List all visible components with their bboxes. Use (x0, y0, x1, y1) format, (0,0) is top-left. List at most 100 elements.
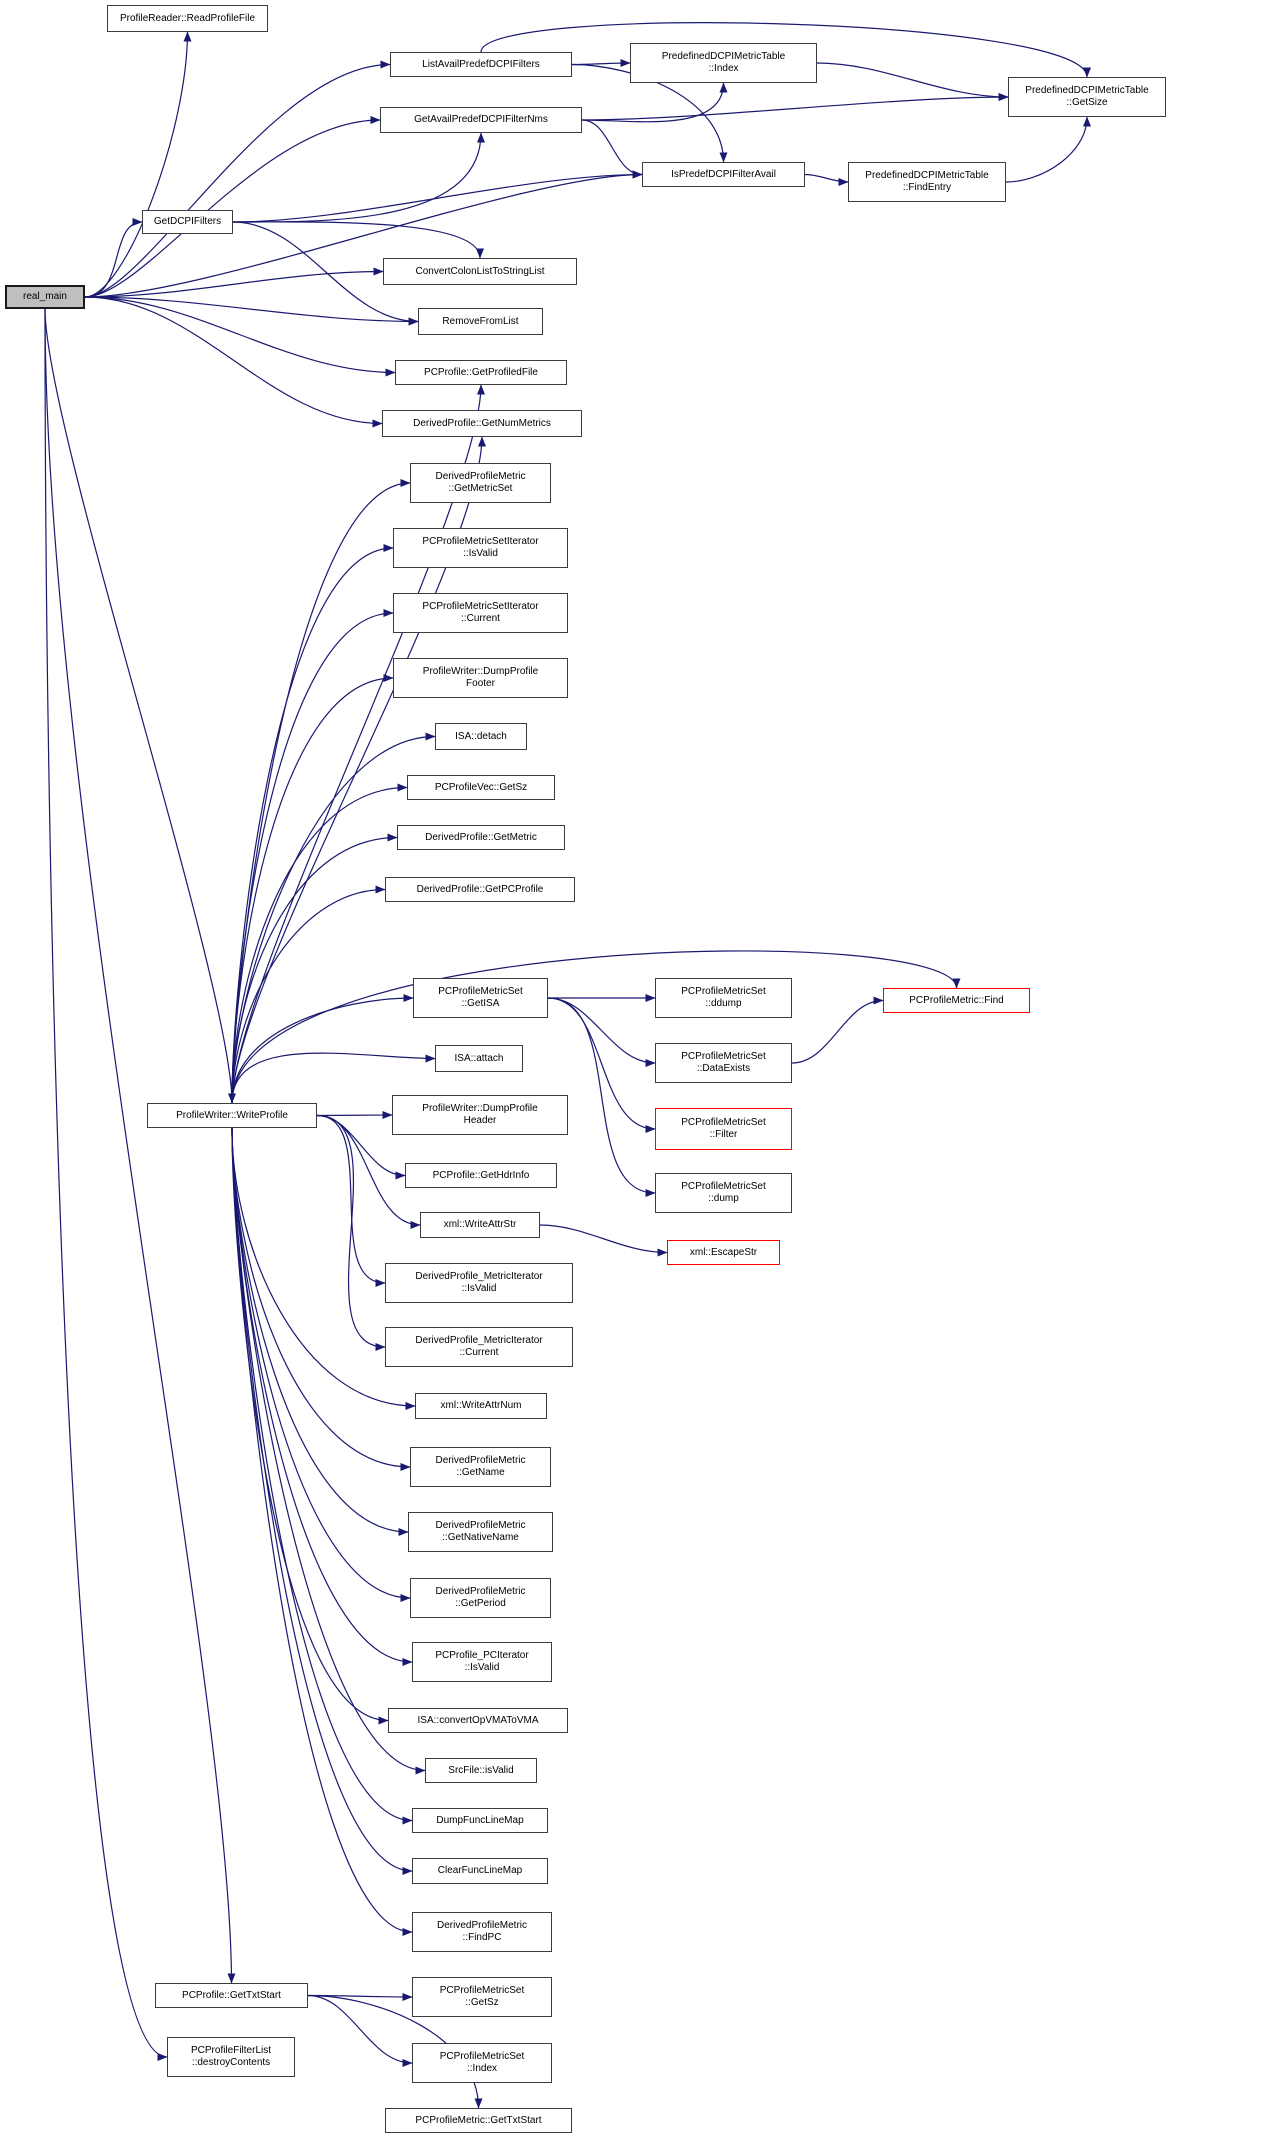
node-SrcFile_isValid[interactable]: SrcFile::isValid (425, 1758, 537, 1783)
node-destroyContents[interactable]: PCProfileFilterList::destroyContents (167, 2037, 295, 2077)
node-label: ConvertColonListToStringList (415, 265, 545, 277)
node-label: ::DataExists (696, 1063, 751, 1074)
node-RemoveFromList[interactable]: RemoveFromList (418, 308, 543, 335)
node-label: PCProfileMetricSet (439, 2051, 525, 2062)
node-PDMT_Index[interactable]: PredefinedDCPIMetricTable::Index (630, 43, 817, 83)
node-PCIter_IsValid[interactable]: PCProfile_PCIterator::IsValid (412, 1642, 552, 1682)
node-GetPCProfile[interactable]: DerivedProfile::GetPCProfile (385, 877, 575, 902)
edge-WriteProfile-to-WriteAttrNum (231, 1127, 416, 1410)
node-WriteAttrNum[interactable]: xml::WriteAttrNum (415, 1393, 547, 1419)
node-IsPredefDCPIFilterAvail[interactable]: IsPredefDCPIFilterAvail (642, 162, 805, 187)
node-DPMI_IsValid[interactable]: DerivedProfile_MetricIterator::IsValid (385, 1263, 573, 1303)
edge-WriteProfile-to-MSI_IsValid (231, 544, 394, 1104)
edge-real_main-to-ListAvailPredefDCPIFilters (84, 60, 391, 298)
node-PDMT_FindEntry[interactable]: PredefinedDCPIMetricTable::FindEntry (848, 162, 1006, 202)
node-EscapeStr[interactable]: xml::EscapeStr (667, 1240, 780, 1265)
node-label: ProfileWriter::WriteProfile (176, 1109, 288, 1121)
node-PDMT_GetSize[interactable]: PredefinedDCPIMetricTable::GetSize (1008, 77, 1166, 117)
node-ISA_attach[interactable]: ISA::attach (435, 1045, 523, 1072)
node-label: RemoveFromList (442, 315, 519, 327)
node-ListAvailPredefDCPIFilters[interactable]: ListAvailPredefDCPIFilters (390, 52, 572, 77)
node-PC_GetTxtStart[interactable]: PCProfile::GetTxtStart (155, 1983, 308, 2008)
node-label: ::IsValid (463, 548, 498, 559)
edge-WriteProfile-to-PM_Find (231, 950, 961, 1104)
node-MS_dump[interactable]: PCProfileMetricSet::dump (655, 1173, 792, 1213)
node-MS_GetSz[interactable]: PCProfileMetricSet::GetSz (412, 1977, 552, 2017)
node-label: DerivedProfile::GetNumMetrics (413, 417, 551, 429)
node-label: PCProfileMetricSet (438, 986, 523, 997)
node-label: ::dump (708, 1193, 739, 1204)
node-real_main[interactable]: real_main (5, 285, 85, 309)
node-label: GetAvailPredefDCPIFilterNms (414, 114, 548, 125)
node-GetDCPIFilters[interactable]: GetDCPIFilters (142, 210, 233, 234)
node-label: PCProfileMetricSet (681, 1117, 766, 1128)
node-label: DerivedProfile::GetMetric (425, 831, 537, 843)
node-MS_Index[interactable]: PCProfileMetricSet::Index (412, 2043, 552, 2083)
edge-real_main-to-GetNumMetrics (84, 296, 383, 428)
node-ClearFuncLineMap[interactable]: ClearFuncLineMap (412, 1858, 548, 1884)
edge-MS_GetISA-to-MS_dump (547, 997, 656, 1197)
node-label: PCProfileMetricSet (439, 1985, 525, 1996)
edge-WriteProfile-to-DPMI_IsValid (316, 1114, 386, 1287)
node-label: ::GetPeriod (455, 1598, 506, 1609)
node-MSI_IsValid[interactable]: PCProfileMetricSetIterator::IsValid (393, 528, 568, 568)
node-label: DerivedProfileMetric (435, 1455, 526, 1466)
node-ISA_detach[interactable]: ISA::detach (435, 723, 527, 750)
node-label: ::Current (459, 1347, 499, 1358)
edge-GetDCPIFilters-to-IsPredefDCPIFilterAvail (232, 170, 643, 223)
node-label: PCProfileVec::GetSz (434, 781, 528, 793)
edge-real_main-to-GetProfiledFile (84, 296, 396, 377)
node-label: Footer (466, 678, 495, 689)
node-GetMetric[interactable]: DerivedProfile::GetMetric (397, 825, 565, 850)
edge-WriteProfile-to-DumpProfileFooter (231, 674, 394, 1104)
node-DPM_GetPeriod[interactable]: DerivedProfileMetric::GetPeriod (410, 1578, 551, 1618)
node-GetHdrInfo[interactable]: PCProfile::GetHdrInfo (405, 1163, 557, 1188)
node-WriteAttrStr[interactable]: xml::WriteAttrStr (420, 1212, 540, 1238)
node-label: DerivedProfileMetric (436, 1920, 528, 1931)
edge-MS_DataExists-to-PM_Find (791, 996, 884, 1064)
node-label: DerivedProfileMetric (435, 471, 526, 482)
node-GetAvailPredefDCPIFilterNms[interactable]: GetAvailPredefDCPIFilterNms (380, 107, 582, 133)
node-DPM_GetNativeName[interactable]: DerivedProfileMetric::GetNativeName (408, 1512, 553, 1552)
node-label: ::IsValid (464, 1662, 500, 1673)
node-PM_Find[interactable]: PCProfileMetric::Find (883, 988, 1030, 1013)
node-label: PCProfileMetric::Find (909, 994, 1004, 1006)
node-MS_DataExists[interactable]: PCProfileMetricSet::DataExists (655, 1043, 792, 1083)
node-label: DerivedProfile_MetricIterator (415, 1271, 543, 1282)
node-MS_GetISA[interactable]: PCProfileMetricSet::GetISA (413, 978, 548, 1018)
node-convertOpVMAToVMA[interactable]: ISA::convertOpVMAToVMA (388, 1708, 568, 1733)
node-label: ::Index (708, 63, 739, 74)
node-ConvertColonListToStringList[interactable]: ConvertColonListToStringList (383, 258, 577, 285)
node-DPM_FindPC[interactable]: DerivedProfileMetric::FindPC (412, 1912, 552, 1952)
node-DPMI_Current[interactable]: DerivedProfile_MetricIterator::Current (385, 1327, 573, 1367)
node-MS_ddump[interactable]: PCProfileMetricSet::ddump (655, 978, 792, 1018)
node-ReadProfileFile[interactable]: ProfileReader::ReadProfileFile (107, 5, 268, 32)
edge-WriteAttrStr-to-EscapeStr (539, 1224, 668, 1257)
edge-real_main-to-IsPredefDCPIFilterAvail (84, 170, 643, 298)
node-label: ISA::attach (454, 1052, 504, 1064)
node-label: ClearFuncLineMap (437, 1865, 523, 1876)
node-label: ::ddump (705, 998, 742, 1009)
node-WriteProfile[interactable]: ProfileWriter::WriteProfile (147, 1103, 317, 1128)
node-GetMetricSet[interactable]: DerivedProfileMetric::GetMetricSet (410, 463, 551, 503)
edge-WriteProfile-to-SrcFile_isValid (231, 1127, 426, 1775)
node-label: IsPredefDCPIFilterAvail (671, 168, 776, 180)
node-DumpFuncLineMap[interactable]: DumpFuncLineMap (412, 1808, 548, 1833)
node-GetNumMetrics[interactable]: DerivedProfile::GetNumMetrics (382, 410, 582, 437)
node-label: DerivedProfile_MetricIterator (415, 1335, 543, 1346)
node-label: Header (463, 1115, 497, 1126)
node-MSI_Current[interactable]: PCProfileMetricSetIterator::Current (393, 593, 568, 633)
node-PM_GetTxtStart[interactable]: PCProfileMetric::GetTxtStart (385, 2108, 572, 2133)
node-label: ::Filter (709, 1129, 738, 1140)
edge-GetAvailPredefDCPIFilterNms-to-PDMT_GetSize (581, 93, 1009, 121)
node-GetProfiledFile[interactable]: PCProfile::GetProfiledFile (395, 360, 567, 385)
node-PCProfileVec_GetSz[interactable]: PCProfileVec::GetSz (407, 775, 555, 800)
node-label: ProfileWriter::DumpProfile (422, 666, 539, 677)
node-label: SrcFile::isValid (448, 1764, 514, 1776)
edge-IsPredefDCPIFilterAvail-to-PDMT_FindEntry (804, 173, 849, 186)
node-MS_Filter[interactable]: PCProfileMetricSet::Filter (655, 1108, 792, 1150)
node-DPM_GetName[interactable]: DerivedProfileMetric::GetName (410, 1447, 551, 1487)
